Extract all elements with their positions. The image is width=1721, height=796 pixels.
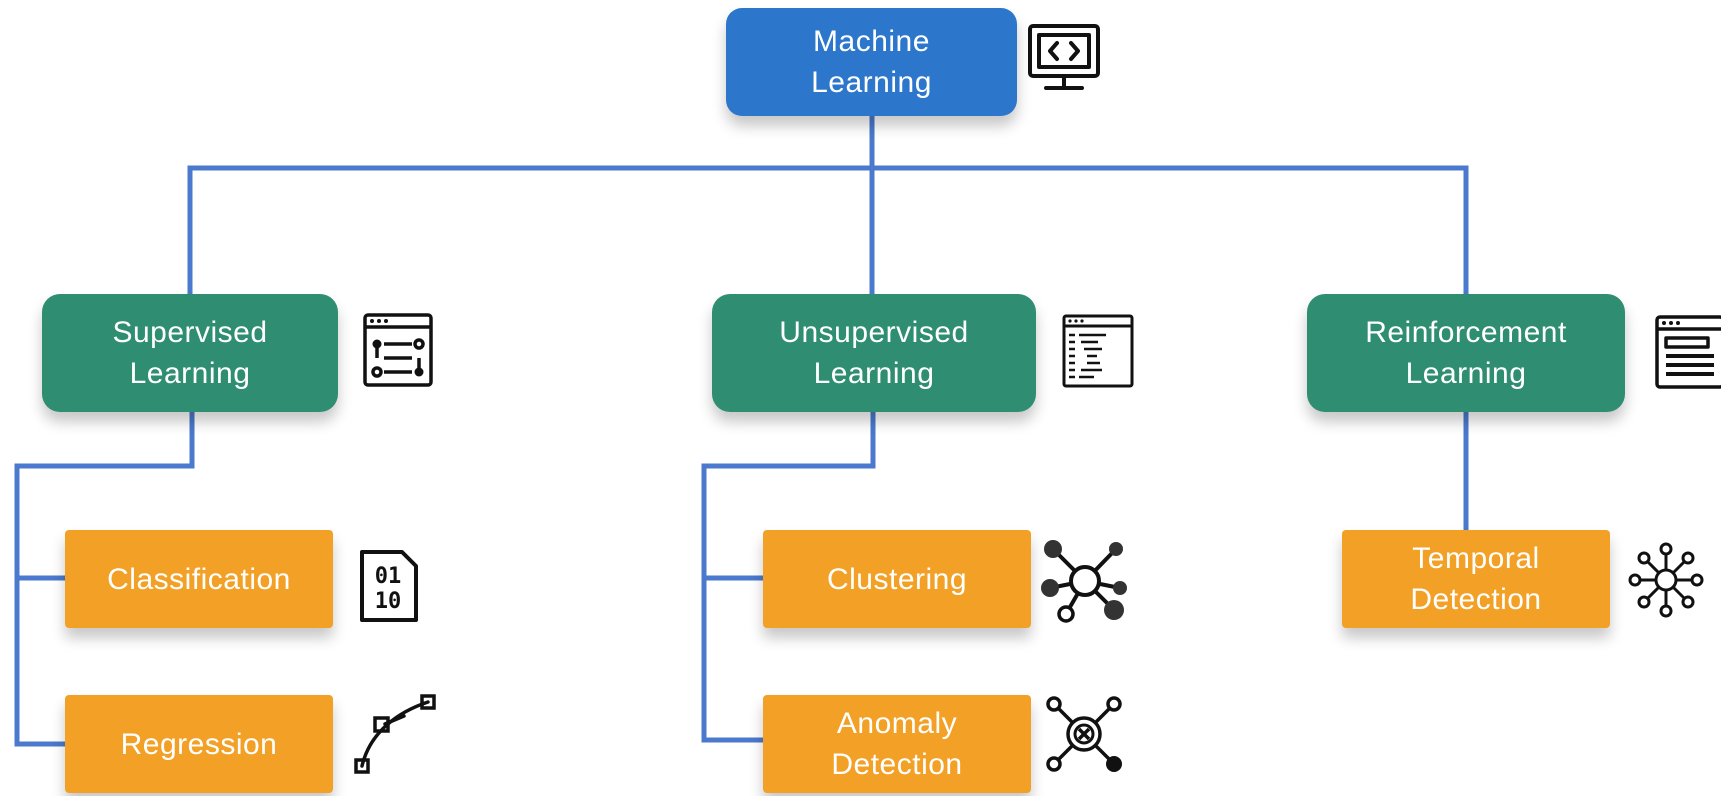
hub-network-icon: [1628, 542, 1704, 618]
machine-learning-node: Machine Learning: [726, 8, 1017, 116]
reinforcement-learning-node: Reinforcement Learning: [1307, 294, 1625, 412]
svg-text:10: 10: [375, 589, 402, 614]
svg-text:01: 01: [375, 564, 402, 589]
bezier-curve-icon: [352, 692, 438, 778]
unsupervised-learning-node: Unsupervised Learning: [712, 294, 1036, 412]
temporal-detection-node: Temporal Detection: [1342, 530, 1610, 628]
classification-node: Classification: [65, 530, 333, 628]
monitor-code-icon: [1026, 22, 1102, 98]
cluster-network-icon: [1040, 536, 1130, 626]
supervised-branch-line: [14, 408, 195, 747]
unsupervised-branch-line: [701, 408, 876, 743]
category-bus-line: [187, 165, 1469, 298]
binary-file-icon: 01 10: [358, 548, 420, 624]
browser-form-icon: [1654, 314, 1721, 390]
regression-node: Regression: [65, 695, 333, 793]
supervised-learning-node: Supervised Learning: [42, 294, 338, 412]
anomaly-detection-node: Anomaly Detection: [763, 695, 1031, 793]
browser-code-icon: [1062, 314, 1134, 388]
browser-workflow-icon: [362, 312, 434, 388]
clustering-node: Clustering: [763, 530, 1031, 628]
target-network-icon: [1042, 692, 1126, 776]
